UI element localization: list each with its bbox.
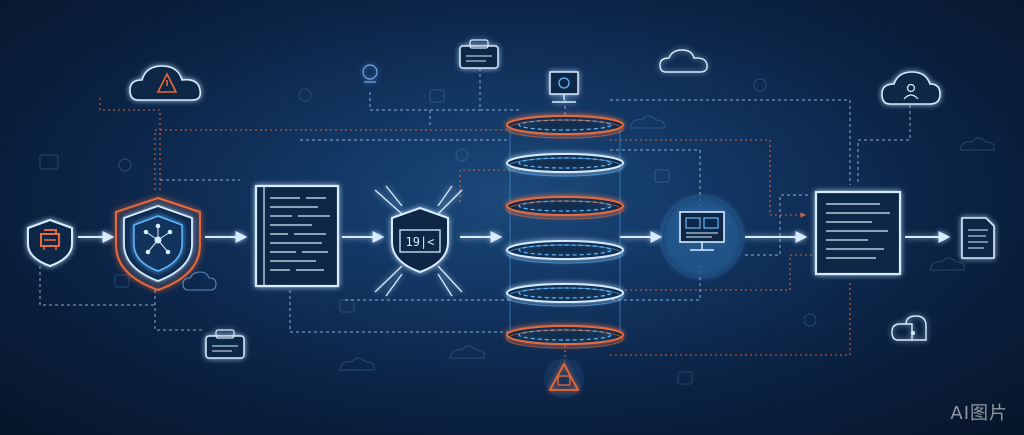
connector-line (154, 290, 205, 331)
connector-line (479, 68, 520, 111)
alert-icon (544, 358, 584, 398)
database-disk (506, 283, 624, 307)
background-icons (39, 78, 995, 385)
connector-line (99, 98, 161, 190)
connector-line (610, 280, 851, 356)
cloud-alert-icon (129, 65, 202, 101)
bg-box-icon (654, 169, 670, 183)
bot-icon (362, 64, 378, 83)
connector-lines-orange (99, 98, 851, 365)
cloud-icon (891, 315, 927, 341)
database-disk (506, 325, 624, 349)
bg-box-icon (429, 89, 445, 103)
bg-cloud-icon (449, 345, 485, 359)
connector-line (39, 260, 155, 306)
bg-box-icon (39, 154, 59, 170)
bg-gear-icon (803, 313, 817, 327)
code-shield-icon: 19|< (374, 185, 463, 297)
bg-cloud-icon (629, 115, 665, 129)
file-icon (961, 217, 995, 259)
connector-line (620, 254, 815, 291)
database-stack-icon (506, 115, 624, 349)
database-disk (506, 153, 624, 177)
connector-lines-white (39, 68, 911, 333)
monitor-icon (662, 197, 742, 277)
report-document-icon (814, 190, 902, 276)
bg-box-icon (677, 371, 693, 385)
connector-line (745, 194, 810, 256)
database-disk (506, 240, 624, 264)
connector-line (459, 169, 520, 205)
connector-line (369, 92, 480, 111)
small-shield-icon (27, 218, 73, 268)
bg-cloud-icon (959, 137, 995, 151)
connector-line (610, 139, 807, 218)
connector-line (610, 149, 701, 210)
cloud-icon (182, 271, 217, 291)
message-icon (459, 39, 499, 69)
bg-gear-icon (118, 158, 132, 172)
network-shield-icon (115, 196, 201, 292)
message-icon (205, 329, 245, 359)
bg-gear-icon (455, 148, 469, 162)
bg-gear-icon (753, 78, 767, 92)
connector-line (289, 290, 510, 333)
bg-gear-icon (298, 88, 312, 102)
connector-line (610, 99, 851, 185)
bg-cloud-icon (339, 357, 375, 371)
computer-icon (549, 71, 579, 103)
database-disk (506, 196, 624, 220)
connector-line (857, 105, 911, 185)
cloud-icon (659, 49, 708, 73)
database-disk (506, 115, 624, 139)
bg-box-icon (114, 274, 130, 288)
watermark-label: AI图片 (950, 403, 1008, 424)
bg-cloud-icon (929, 257, 965, 271)
code-document-icon (254, 184, 340, 288)
processor-label: 19|< (406, 235, 435, 249)
bg-box-icon (339, 299, 355, 313)
connector-line (154, 129, 510, 190)
cloud-user-icon (881, 71, 941, 105)
